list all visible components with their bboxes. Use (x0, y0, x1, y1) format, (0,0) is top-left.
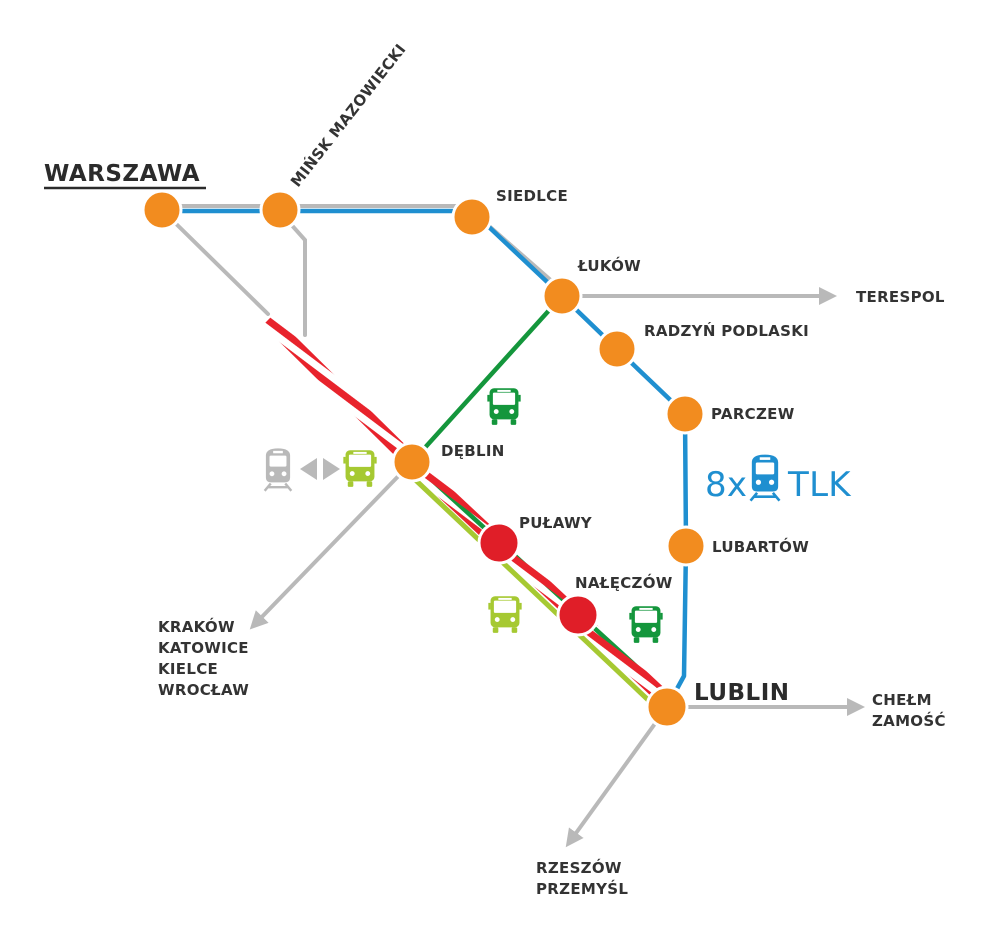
line-minsk-branch (278, 210, 307, 337)
train-icon (263, 447, 293, 492)
station-lubartow (665, 525, 707, 567)
stations (141, 189, 707, 729)
station-deblin (391, 441, 433, 483)
label-rzeszow: RZESZÓW (536, 858, 622, 877)
line-lublin-rzeszow (565, 705, 669, 848)
bus-icon (488, 596, 522, 633)
bus-icon (629, 606, 663, 643)
label-parczew: PARCZEW (711, 405, 795, 423)
label-zamosc: ZAMOŚĆ (872, 711, 946, 730)
grey-lines (160, 204, 865, 848)
bus-icon (343, 450, 377, 487)
label-lukow: ŁUKÓW (577, 256, 641, 275)
station-naleczow (556, 593, 600, 637)
labels: WARSZAWA MIŃSK MAZOWIECKI SIEDLCE ŁUKÓW … (44, 40, 946, 898)
label-lubartow: LUBARTÓW (712, 537, 809, 556)
station-lublin (645, 685, 689, 729)
line-warszawa-deblin-grey (160, 208, 270, 316)
closed-section (262, 314, 669, 703)
line-bus-lime (404, 469, 665, 716)
station-pulawy (477, 521, 521, 565)
station-radzyn (596, 328, 638, 370)
label-katowice: KATOWICE (158, 639, 249, 657)
label-lublin: LUBLIN (694, 680, 790, 706)
line-deblin-krakow (249, 460, 414, 630)
tlk-count: 8x (705, 465, 747, 505)
station-lukow (541, 275, 583, 317)
double-arrow-icon (300, 458, 340, 480)
label-minsk: MIŃSK MAZOWIECKI (286, 40, 409, 191)
label-kielce: KIELCE (158, 660, 218, 678)
station-warszawa (141, 189, 183, 231)
icons (263, 388, 781, 643)
bus-icon (487, 388, 521, 425)
label-siedlce: SIEDLCE (496, 187, 568, 205)
label-deblin: DĘBLIN (441, 442, 505, 460)
tlk-label: TLK (787, 465, 852, 505)
label-wroclaw: WROCŁAW (158, 681, 249, 699)
station-parczew (664, 393, 706, 435)
label-pulawy: PUŁAWY (519, 514, 593, 532)
station-minsk (259, 189, 301, 231)
label-krakow: KRAKÓW (158, 617, 235, 636)
train-icon (749, 453, 781, 502)
label-przemysl: PRZEMYŚL (536, 879, 628, 898)
station-siedlce (451, 196, 493, 238)
label-chelm: CHEŁM (872, 691, 932, 709)
label-radzyn: RADZYŃ PODLASKI (644, 321, 809, 340)
label-warszawa: WARSZAWA (44, 161, 200, 187)
label-terespol: TERESPOL (856, 288, 945, 306)
label-naleczow: NAŁĘCZÓW (575, 573, 673, 592)
